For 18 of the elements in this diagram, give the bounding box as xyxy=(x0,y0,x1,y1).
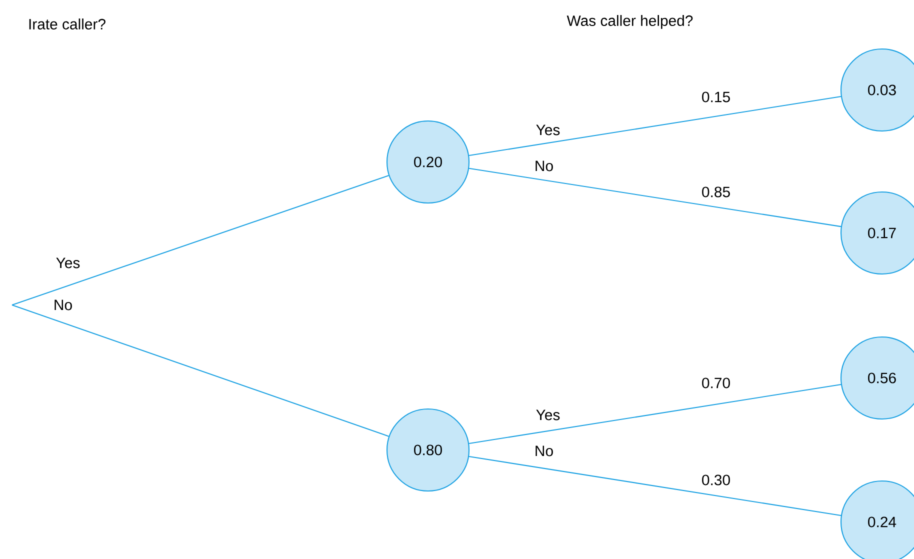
branch-label: Yes xyxy=(536,124,560,136)
branch-line xyxy=(468,96,842,156)
branch-label: No xyxy=(536,446,553,456)
heading: Was caller helped? xyxy=(566,15,693,29)
branch-label: No xyxy=(536,160,553,172)
branch-line xyxy=(468,384,842,444)
edge-label: 0.15 xyxy=(700,90,732,104)
edge-label: Yes xyxy=(54,256,82,270)
branch-line xyxy=(468,456,842,516)
branch-line xyxy=(468,168,842,228)
edge-label: 0.70 xyxy=(700,376,732,390)
branch-label: Yes xyxy=(536,410,560,420)
heading: Irate caller? xyxy=(29,18,106,30)
edge-label: 0.30 xyxy=(700,472,732,488)
edge-label: No xyxy=(52,298,74,312)
edge-label: 0.85 xyxy=(700,184,732,200)
branch-line xyxy=(12,304,389,437)
branch-line xyxy=(12,174,389,306)
